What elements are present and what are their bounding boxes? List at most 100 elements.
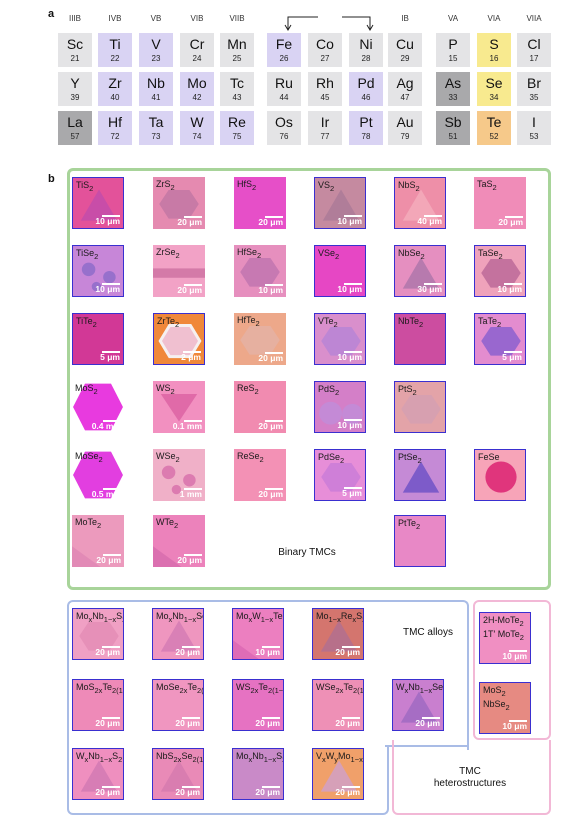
element-number: 57 bbox=[70, 132, 80, 141]
element-symbol: Tc bbox=[230, 75, 244, 91]
element-number: 72 bbox=[110, 132, 120, 141]
element-number: 33 bbox=[448, 93, 458, 102]
group-label: IVB bbox=[108, 14, 122, 23]
element-number: 21 bbox=[70, 54, 80, 63]
element-symbol: Os bbox=[275, 114, 293, 130]
scale-bar bbox=[509, 720, 527, 722]
scale-bar bbox=[424, 215, 442, 217]
scale-bar bbox=[102, 351, 120, 353]
element-symbol: Hf bbox=[108, 114, 122, 130]
scale-label: 20 μm bbox=[258, 353, 283, 363]
viii-bracket-arrows bbox=[284, 13, 374, 31]
alloy-box-top bbox=[67, 600, 469, 750]
tile-label: TaS2 bbox=[477, 179, 497, 192]
tile-label: ReSe2 bbox=[237, 451, 264, 464]
tile-label: VTe2 bbox=[318, 316, 338, 329]
element-number: 78 bbox=[361, 132, 371, 141]
scale-bar bbox=[505, 216, 523, 218]
tile-label: NbTe2 bbox=[398, 316, 424, 329]
scale-label: 20 μm bbox=[335, 787, 360, 797]
tile-label: VSe2 bbox=[318, 248, 340, 261]
micrograph-tile: VTe2 10 μm bbox=[314, 313, 366, 365]
tile-label: NbS2xSe2(1−x) bbox=[156, 751, 204, 764]
scale-bar bbox=[184, 554, 202, 556]
scale-label: 10 μm bbox=[337, 352, 362, 362]
element-number: 47 bbox=[400, 93, 410, 102]
scale-bar bbox=[342, 717, 360, 719]
scale-label: 10 μm bbox=[95, 216, 120, 226]
micrograph-tile: MoxNb1−xSe220 μm bbox=[152, 608, 204, 660]
panel-a-letter: a bbox=[48, 8, 55, 20]
tile-label: FeSe bbox=[478, 452, 500, 462]
scale-bar bbox=[182, 717, 200, 719]
micrograph-tile: NbTe2 bbox=[394, 313, 446, 365]
element-symbol: Mo bbox=[187, 75, 207, 91]
tile-label: MoS2xTe2(1−x) bbox=[76, 682, 123, 695]
tile-label: MoxNb1−xSe2 bbox=[156, 611, 203, 624]
tile-label: PtTe2 bbox=[398, 518, 421, 531]
element-number: 43 bbox=[232, 93, 242, 102]
tile-label: WxNb1−xS2 bbox=[76, 751, 123, 764]
element-symbol: Au bbox=[396, 114, 414, 130]
tile-label: TaTe2 bbox=[478, 316, 502, 329]
element-number: 73 bbox=[151, 132, 161, 141]
scale-bar bbox=[102, 717, 120, 719]
scale-bar bbox=[262, 646, 280, 648]
scale-bar bbox=[424, 283, 442, 285]
element-number: 51 bbox=[448, 132, 458, 141]
group-label: VB bbox=[150, 14, 162, 23]
tile-label: PdSe2 bbox=[318, 452, 345, 465]
tile-label: PtSe2 bbox=[398, 452, 422, 465]
element-cell: Hf 72 bbox=[98, 111, 132, 145]
element-number: 28 bbox=[361, 54, 371, 63]
scale-label: 0.1 mm bbox=[172, 421, 202, 431]
tile-label: TiTe2 bbox=[76, 316, 97, 329]
micrograph-tile: MoSe2xTe2(1−x)20 μm bbox=[152, 679, 204, 731]
alloy-box-bottom bbox=[67, 745, 389, 815]
scale-label: 40 μm bbox=[417, 216, 442, 226]
binary-caption: Binary TMCs bbox=[278, 547, 336, 558]
element-symbol: I bbox=[532, 114, 536, 130]
scale-bar bbox=[183, 351, 201, 353]
group-label: VIA bbox=[487, 14, 501, 23]
element-cell: La 57 bbox=[58, 111, 92, 145]
scale-label: 10 μm bbox=[95, 284, 120, 294]
scale-bar bbox=[344, 487, 362, 489]
micrograph-tile: WSe2xTe2(1−x)20 μm bbox=[312, 679, 364, 731]
group-label: IB bbox=[401, 14, 409, 23]
element-number: 16 bbox=[489, 54, 499, 63]
element-symbol: As bbox=[444, 75, 462, 91]
element-symbol: Sb bbox=[444, 114, 462, 130]
micrograph-tile: NbS2xSe2(1−x)20 μm bbox=[152, 748, 204, 800]
element-symbol: La bbox=[67, 114, 83, 130]
tile-label: MoxNb1−xS2ySe2(1−y) bbox=[236, 751, 283, 764]
scale-label: 30 μm bbox=[417, 284, 442, 294]
element-symbol: Te bbox=[486, 114, 502, 130]
element-number: 24 bbox=[192, 54, 202, 63]
element-symbol: Br bbox=[527, 75, 541, 91]
scale-bar bbox=[103, 554, 121, 556]
scale-bar bbox=[102, 646, 120, 648]
